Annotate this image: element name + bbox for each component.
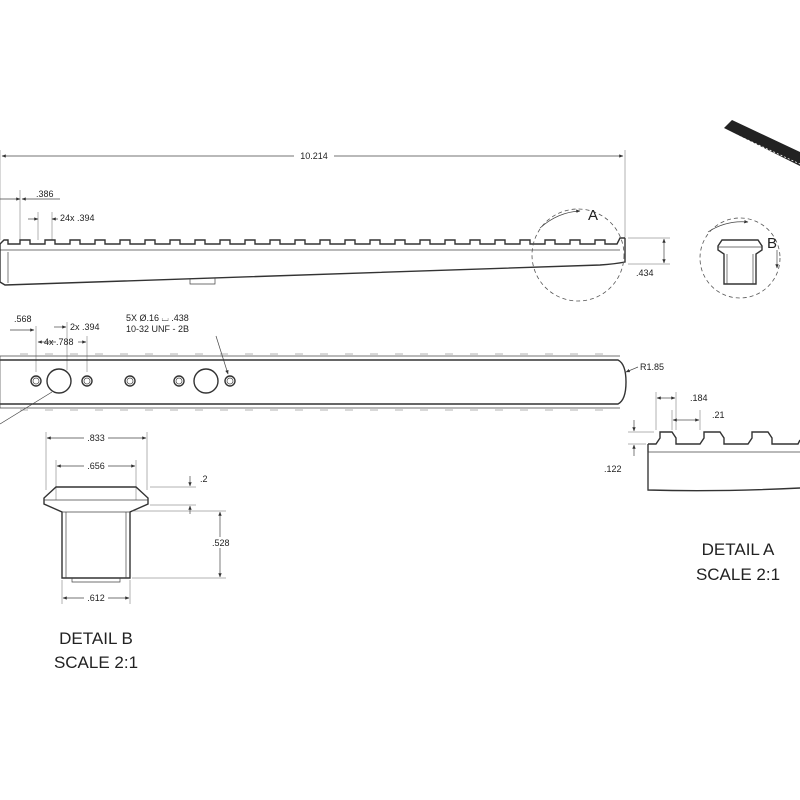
dim-2x-394-label: 2x .394 [70, 322, 100, 332]
slot-pitch-dimension: 24x .394 [28, 213, 95, 223]
detail-b-width-bottom: .612 [87, 593, 105, 603]
large-hole [46, 368, 72, 394]
mounting-holes [30, 368, 236, 394]
isometric-view [724, 120, 800, 166]
threaded-hole [30, 375, 42, 387]
dim-568-label: .568 [14, 314, 32, 324]
threaded-hole-inner [175, 377, 183, 385]
large-hole [193, 368, 219, 394]
rail-side-profile [0, 237, 626, 286]
threaded-hole [81, 375, 93, 387]
detail-a-scale: SCALE 2:1 [696, 565, 780, 584]
end-view-detail-b-callout: B [699, 217, 781, 299]
detail-a-land-width: .21 [712, 410, 725, 420]
side-view: 10.214 .386 24x .394 .434 [0, 150, 670, 302]
threaded-hole-inner [226, 377, 234, 385]
detail-a-callout-letter: A [588, 207, 598, 224]
detail-b-height: .528 [212, 538, 230, 548]
detail-b-scale: SCALE 2:1 [54, 653, 138, 672]
height-label: .434 [636, 268, 654, 278]
threaded-hole [173, 375, 185, 387]
detail-a-callout: A [531, 207, 625, 302]
detail-b-callout-letter: B [767, 235, 777, 252]
dim-4x-788-label: 4x .788 [44, 337, 74, 347]
first-slot-offset-dimension: .386 [0, 189, 60, 201]
threaded-hole-inner [32, 377, 40, 385]
detail-b-width-top: .833 [87, 433, 105, 443]
first-slot-offset-label: .386 [36, 189, 54, 199]
threaded-hole-inner [83, 377, 91, 385]
detail-a-title: DETAIL A [702, 540, 775, 559]
slot-pitch-label: 24x .394 [60, 213, 95, 223]
detail-a: .184 .21 .122 DETAIL A SCALE 2:1 [604, 392, 800, 584]
overall-length-label: 10.214 [300, 151, 328, 161]
detail-a-slot-depth: .122 [604, 464, 622, 474]
radius-label: R1.85 [640, 362, 664, 372]
detail-b: .833 .656 .2 .528 .612 DETAIL [43, 432, 233, 672]
threaded-hole [224, 375, 236, 387]
top-view: .568 2x .394 4x .788 5X Ø.16 ⌴ .438 10-3… [0, 313, 664, 425]
detail-b-title: DETAIL B [59, 629, 133, 648]
detail-b-chamfer: .2 [200, 474, 208, 484]
threaded-hole [124, 375, 136, 387]
hole-callout-line1: 5X Ø.16 ⌴ .438 [126, 313, 189, 323]
height-dimension: .434 [628, 237, 670, 278]
threaded-hole-inner [126, 377, 134, 385]
detail-a-slot-width: .184 [690, 393, 708, 403]
hole-callout-line2: 10-32 UNF - 2B [126, 324, 189, 334]
detail-b-width-mid: .656 [87, 461, 105, 471]
rail-top-profile [0, 353, 627, 411]
overall-length-dimension: 10.214 [1, 150, 624, 162]
